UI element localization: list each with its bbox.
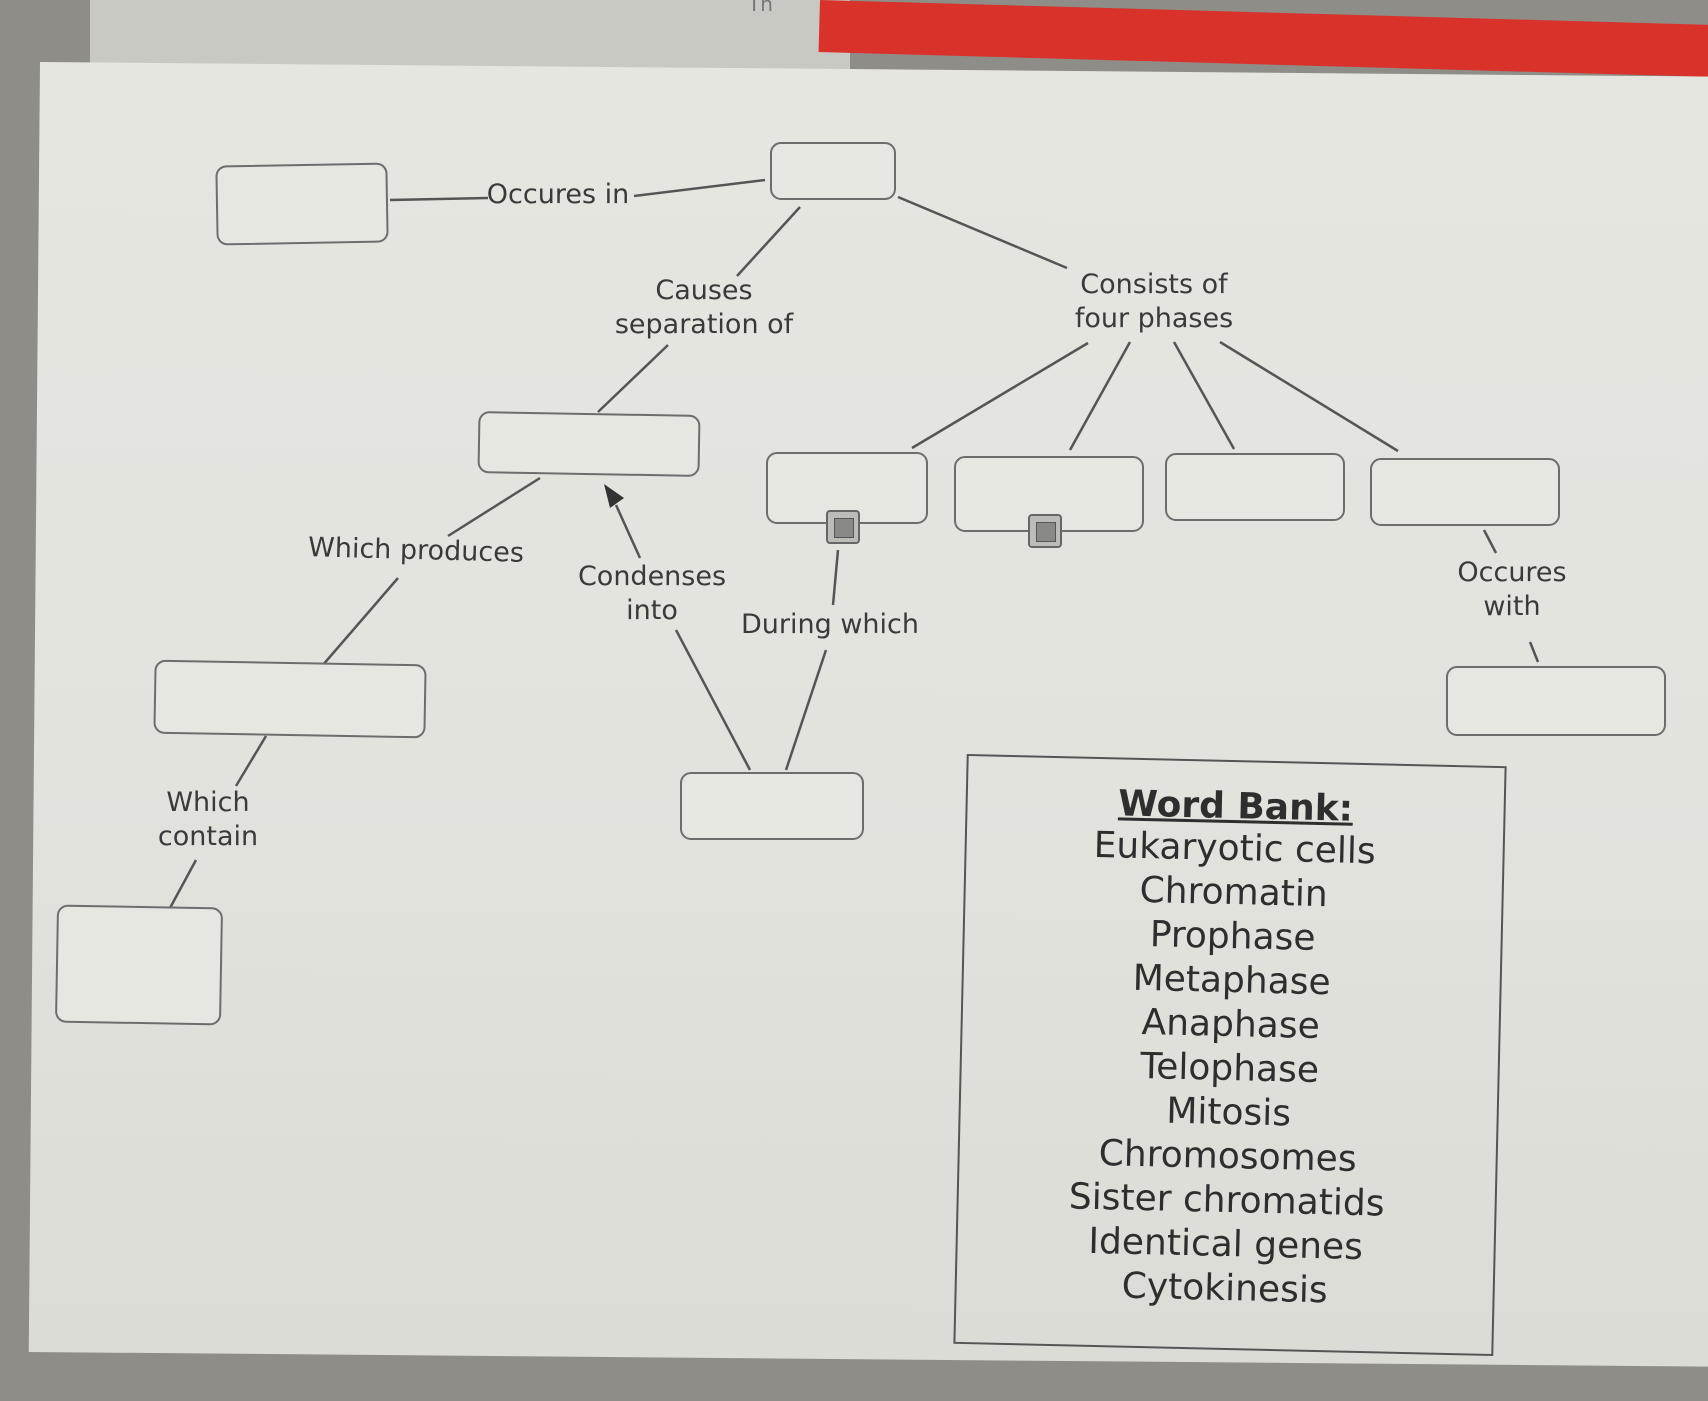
line-phase4-occures [1482, 529, 1498, 554]
concept-box-contained[interactable] [54, 904, 224, 1026]
line-causes-chromatin [597, 344, 669, 413]
concept-box-condensed[interactable] [680, 772, 864, 840]
line-box1-occures [389, 196, 489, 202]
line-mitosis-consists [897, 195, 1068, 270]
line-consists-phase1 [911, 341, 1089, 450]
word-bank: Word Bank: Eukaryotic cells Chromatin Pr… [953, 753, 1507, 1357]
link-label-which-produces: Which produces [307, 532, 525, 569]
concept-box-phase-3[interactable] [1165, 453, 1345, 521]
link-label-which-contain: Which contain [157, 787, 259, 852]
image-icon[interactable] [1028, 514, 1062, 548]
line-occures-mitosis [633, 178, 766, 198]
link-label-during-which: During which [741, 609, 919, 640]
line-box-which [234, 735, 268, 787]
link-label-consists-of: Consists of four phases [1074, 269, 1234, 334]
arrowhead-icon [604, 484, 624, 508]
line-phase1-during [831, 549, 840, 606]
link-label-occures-with: Occures with [1457, 557, 1567, 622]
concept-box-cells[interactable] [215, 162, 389, 246]
line-mitosis-causes [736, 206, 801, 277]
line-during-bottom [784, 649, 828, 771]
line-consists-phase3 [1172, 341, 1236, 450]
link-label-causes-separation: Causes separation of [614, 275, 794, 340]
concept-box-occures-with[interactable] [1446, 666, 1666, 736]
line-occures-box [1528, 641, 1540, 663]
concept-box-produced[interactable] [153, 659, 427, 739]
link-label-occures-in: Occures in [486, 179, 630, 210]
line-which-box [168, 859, 198, 909]
line-condenses-bottom [674, 629, 752, 771]
concept-box-separated[interactable] [477, 411, 701, 477]
line-chromatin-produces [447, 476, 541, 538]
line-produces-box [321, 577, 399, 667]
line-consists-phase4 [1219, 340, 1399, 453]
concept-box-phase-4[interactable] [1370, 458, 1560, 526]
line-consists-phase2 [1068, 341, 1132, 451]
image-icon[interactable] [826, 510, 860, 544]
link-label-condenses-into: Condenses into [577, 561, 727, 626]
concept-box-mitosis[interactable] [770, 142, 896, 200]
line-condenses-arrow [614, 504, 642, 559]
top-edge-text: Th [748, 0, 773, 16]
